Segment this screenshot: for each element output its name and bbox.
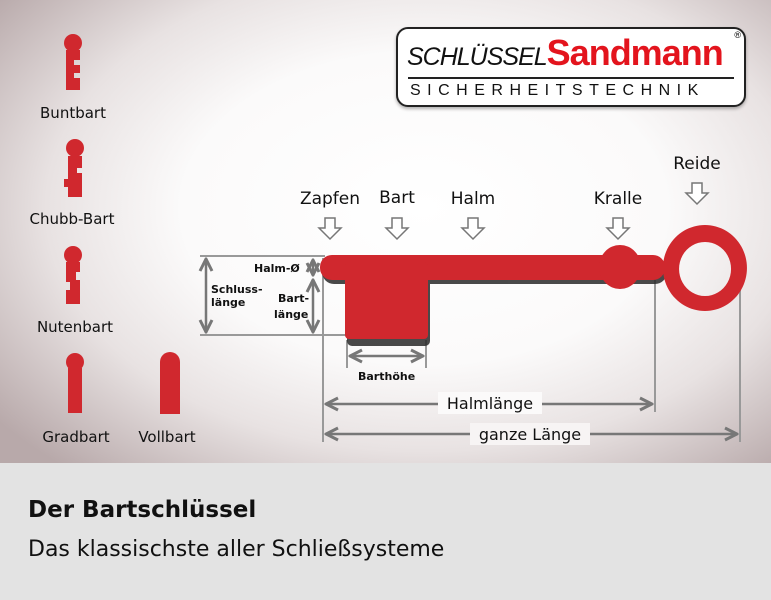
reide-bow — [662, 225, 747, 311]
label-zapfen: Zapfen — [300, 189, 360, 209]
nutenbart-icon — [64, 246, 82, 304]
logo-text-sandmann: Sandmann — [546, 32, 724, 73]
label-halmlaenge: Halmlänge — [447, 394, 533, 413]
label-halm-diameter: Halm-Ø — [254, 262, 300, 275]
logo-text-schluessel: SCHLÜSSEL — [407, 43, 548, 71]
gradbart-icon — [66, 353, 84, 413]
kralle-collar — [599, 245, 641, 289]
logo-divider — [408, 77, 734, 79]
label-ganze-laenge: ganze Länge — [479, 425, 581, 444]
vollbart-icon — [160, 352, 180, 414]
bart-arrow-icon — [385, 217, 409, 240]
label-nutenbart: Nutenbart — [37, 318, 113, 336]
registered-mark: ® — [734, 30, 741, 40]
label-bartlaenge-1: Bart- — [278, 292, 309, 305]
label-schlusslaenge-2: länge — [211, 296, 245, 309]
kralle-arrow-icon — [606, 217, 630, 240]
label-halm: Halm — [451, 189, 495, 209]
diagram-area: Buntbart Chubb-Bart Nutenbart Gradbart V… — [0, 0, 771, 463]
key-diagram: Buntbart Chubb-Bart Nutenbart Gradbart V… — [30, 34, 747, 446]
bart-bit — [345, 262, 428, 339]
label-bartlaenge-2: länge — [274, 308, 308, 321]
label-vollbart: Vollbart — [138, 428, 195, 446]
label-reide: Reide — [673, 154, 720, 174]
label-barthoehe: Barthöhe — [358, 370, 415, 383]
halm-arrow-icon — [461, 217, 485, 240]
label-bart: Bart — [379, 188, 415, 208]
dimension-lines — [200, 255, 741, 442]
buntbart-icon — [64, 34, 82, 90]
caption-subtitle: Das klassischste aller Schließsysteme — [28, 537, 445, 562]
chubb-bart-icon — [64, 139, 84, 197]
caption-title: Der Bartschlüssel — [28, 497, 257, 523]
caption-footer: Der Bartschlüssel Das klassischste aller… — [0, 463, 771, 600]
label-chubb-bart: Chubb-Bart — [30, 210, 115, 228]
reide-arrow-icon — [685, 182, 709, 205]
brand-logo: SCHLÜSSELSandmann ® SICHERHEITSTECHNIK — [396, 27, 746, 107]
label-buntbart: Buntbart — [40, 104, 106, 122]
logo-tagline: SICHERHEITSTECHNIK — [410, 82, 705, 99]
label-gradbart: Gradbart — [42, 428, 109, 446]
label-schlusslaenge-1: Schluss- — [211, 283, 263, 296]
zapfen-arrow-icon — [318, 217, 342, 240]
bartschluessel-key — [320, 225, 747, 346]
label-kralle: Kralle — [594, 189, 642, 209]
